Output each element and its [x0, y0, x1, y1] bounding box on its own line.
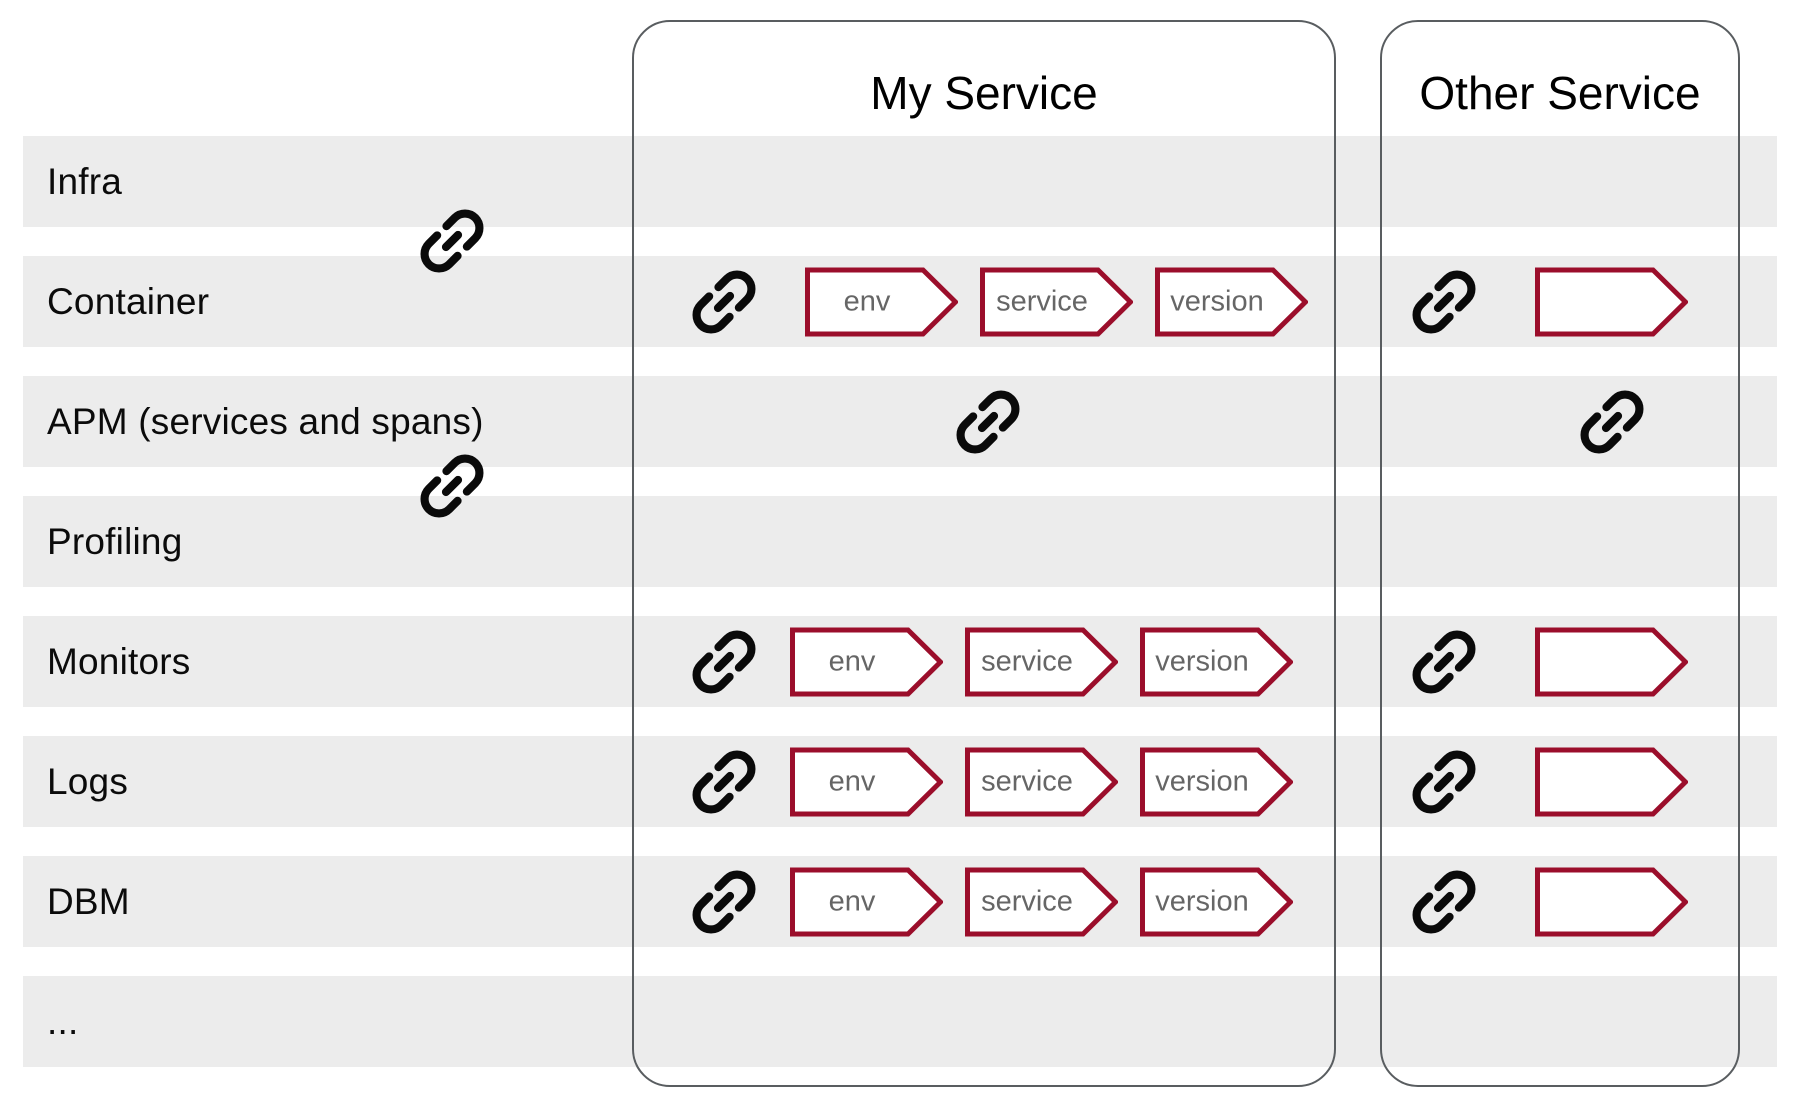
tag-shape [1140, 867, 1293, 936]
tag-version-label: version [1155, 765, 1249, 797]
tag-env: env [790, 747, 943, 816]
other-service-logs-blank-tag [1535, 747, 1688, 816]
tag-service: service [965, 867, 1118, 936]
tag-version-label: version [1170, 285, 1264, 317]
link-icon [1412, 750, 1476, 813]
tag-env-label: env [828, 645, 876, 677]
row-label-apm: APM (services and spans) [47, 400, 484, 442]
tag-service: service [965, 627, 1118, 696]
other-service-container-blank-tag [1535, 267, 1688, 336]
row-label-logs: Logs [47, 760, 129, 802]
my-service-container-link-icon [682, 260, 766, 344]
tag-service-label: service [981, 765, 1073, 797]
link-icon [956, 390, 1020, 453]
other-service-monitors-link-icon [1402, 620, 1486, 704]
link-icon [1412, 630, 1476, 693]
tag-version: version [1140, 867, 1293, 936]
tag-env-label: env [828, 885, 876, 917]
link-icon [1412, 870, 1476, 933]
row-apm: APM (services and spans) [23, 376, 1777, 467]
tag-service-label: service [996, 285, 1088, 317]
other-service-dbm-link-icon [1402, 860, 1486, 944]
link-icon [420, 209, 484, 273]
tag-env-label: env [843, 285, 891, 317]
tag-version-label: version [1155, 885, 1249, 917]
link-icon [1412, 270, 1476, 333]
my-service-logs-link-icon [682, 740, 766, 824]
tag-service: service [980, 267, 1133, 336]
link-icon [692, 270, 756, 333]
row-ellipsis: ... [23, 976, 1777, 1067]
tag-shape [1155, 267, 1308, 336]
tag-env-label: env [828, 765, 876, 797]
row-label-infra: Infra [47, 160, 123, 202]
row-label-profiling: Profiling [47, 520, 183, 562]
tag-version: version [1155, 267, 1308, 336]
tag-shape [965, 627, 1118, 696]
my-service-logs-tags: env service version [790, 747, 1293, 816]
tag-version: version [1140, 747, 1293, 816]
other-service-logs-link-icon [1402, 740, 1486, 824]
other-service-panel-title: Other Service [1419, 67, 1701, 119]
other-service-monitors-blank-tag [1535, 627, 1688, 696]
other-service-container-link-icon [1402, 260, 1486, 344]
row-infra: Infra [23, 136, 1777, 227]
row-container: Container env service version [23, 256, 1777, 347]
link-icon [692, 630, 756, 693]
tag-shape [1140, 747, 1293, 816]
tag-shape [1535, 267, 1688, 336]
tag-shape [1140, 627, 1293, 696]
row-label-ellipsis: ... [47, 1000, 79, 1042]
tag-shape [965, 747, 1118, 816]
my-service-dbm-tags: env service version [790, 867, 1293, 936]
my-service-container-tags: env service version [805, 267, 1308, 336]
tag-shape [1535, 627, 1688, 696]
link-icon [1580, 390, 1644, 453]
other-service-dbm-blank-tag [1535, 867, 1688, 936]
tag-env: env [790, 627, 943, 696]
tag-shape [1535, 867, 1688, 936]
tag-shape [980, 267, 1133, 336]
row-dbm: DBM env service version [23, 856, 1777, 947]
my-service-monitors-link-icon [682, 620, 766, 704]
row-label-monitors: Monitors [47, 640, 191, 682]
tag-env: env [805, 267, 958, 336]
tag-version: version [1140, 627, 1293, 696]
row-label-container: Container [47, 280, 210, 322]
my-service-apm-link-icon [946, 380, 1030, 464]
tag-shape [965, 867, 1118, 936]
link-icon [420, 454, 484, 518]
tag-shape [790, 747, 943, 816]
tag-shape [790, 627, 943, 696]
tag-env: env [790, 867, 943, 936]
tag-service: service [965, 747, 1118, 816]
link-icon [692, 750, 756, 813]
row-monitors: Monitors env service version [23, 616, 1777, 707]
tag-shape [1535, 747, 1688, 816]
link-icon [692, 870, 756, 933]
row-profiling: Profiling [23, 496, 1777, 587]
tag-shape [805, 267, 958, 336]
row-label-dbm: DBM [47, 880, 130, 922]
row-logs: Logs env service version [23, 736, 1777, 827]
tag-shape [790, 867, 943, 936]
my-service-dbm-link-icon [682, 860, 766, 944]
my-service-panel-title: My Service [870, 67, 1098, 119]
tag-version-label: version [1155, 645, 1249, 677]
tag-service-label: service [981, 645, 1073, 677]
other-service-apm-link-icon [1570, 380, 1654, 464]
apm-profiling-link-icon [410, 444, 494, 528]
tag-service-label: service [981, 885, 1073, 917]
infra-container-link-icon [410, 199, 494, 283]
my-service-monitors-tags: env service version [790, 627, 1293, 696]
